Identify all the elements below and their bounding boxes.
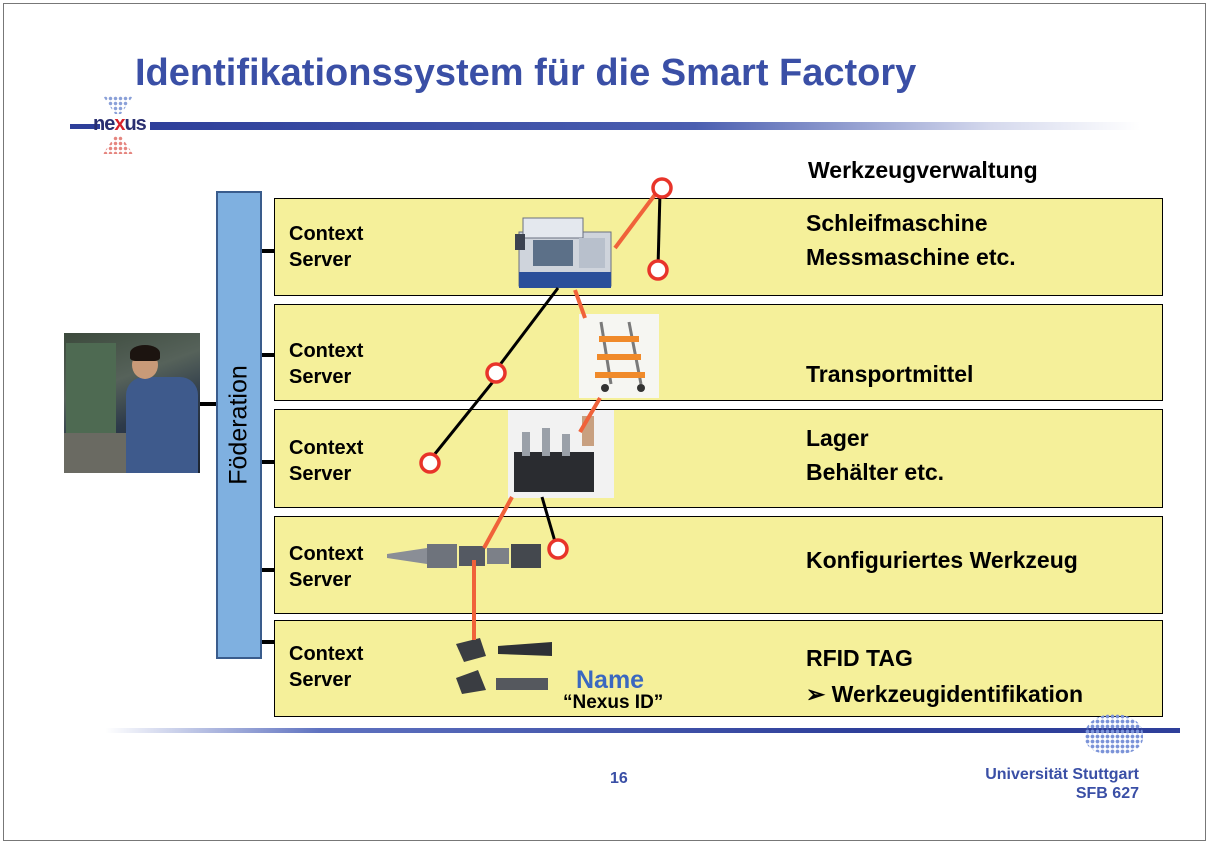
- row-connector: [262, 249, 276, 253]
- photo-connector: [200, 402, 218, 406]
- page-number: 16: [610, 770, 628, 787]
- title-underline: [150, 122, 1140, 130]
- university-line-1: Universität Stuttgart: [985, 766, 1139, 783]
- title-underline-left: [70, 124, 100, 129]
- slide-frame: [3, 3, 1206, 841]
- nexus-logo-text-post: us: [124, 113, 146, 135]
- diagram-header-label: Werkzeugverwaltung: [808, 157, 1038, 183]
- worker-photo: [64, 333, 200, 473]
- row-connector: [262, 353, 276, 357]
- nexus-logo-text-pre: ne: [93, 113, 115, 135]
- row-connector: [262, 460, 276, 464]
- tool-assembly-image: [387, 544, 541, 568]
- rfid-bullet-item: ➢ Werkzeugidentifikation: [806, 679, 1083, 709]
- transport-cart-image: [579, 314, 659, 398]
- rfid-bullet-label: Werkzeugidentifikation: [831, 681, 1083, 707]
- nexus-logo-text-x: x: [114, 113, 125, 135]
- row-label-werkzeug: Konfiguriertes Werkzeug: [806, 547, 1078, 573]
- row-label-rfid: RFID TAG: [806, 645, 913, 671]
- row-connector: [262, 640, 276, 644]
- slide-title: Identifikationssystem für die Smart Fact…: [135, 52, 917, 94]
- storage-container-image: [508, 410, 614, 498]
- row-label-transportmittel: Transportmittel: [806, 361, 974, 387]
- name-label: Name: [576, 666, 645, 694]
- university-globe-logo: [1085, 714, 1143, 754]
- row-connector: [262, 568, 276, 572]
- grinding-machine-image: [515, 217, 612, 288]
- federation-label: Föderation: [224, 365, 253, 485]
- tool-parts-image: [456, 638, 552, 694]
- nexus-id-label: “Nexus ID”: [563, 692, 664, 713]
- university-line-2: SFB 627: [1075, 785, 1139, 802]
- arrowhead-bullet-icon: ➢: [806, 681, 826, 707]
- footer-divider: [105, 728, 1180, 733]
- federation-bar: Föderation: [216, 191, 262, 659]
- nexus-logo: nexus: [93, 113, 147, 136]
